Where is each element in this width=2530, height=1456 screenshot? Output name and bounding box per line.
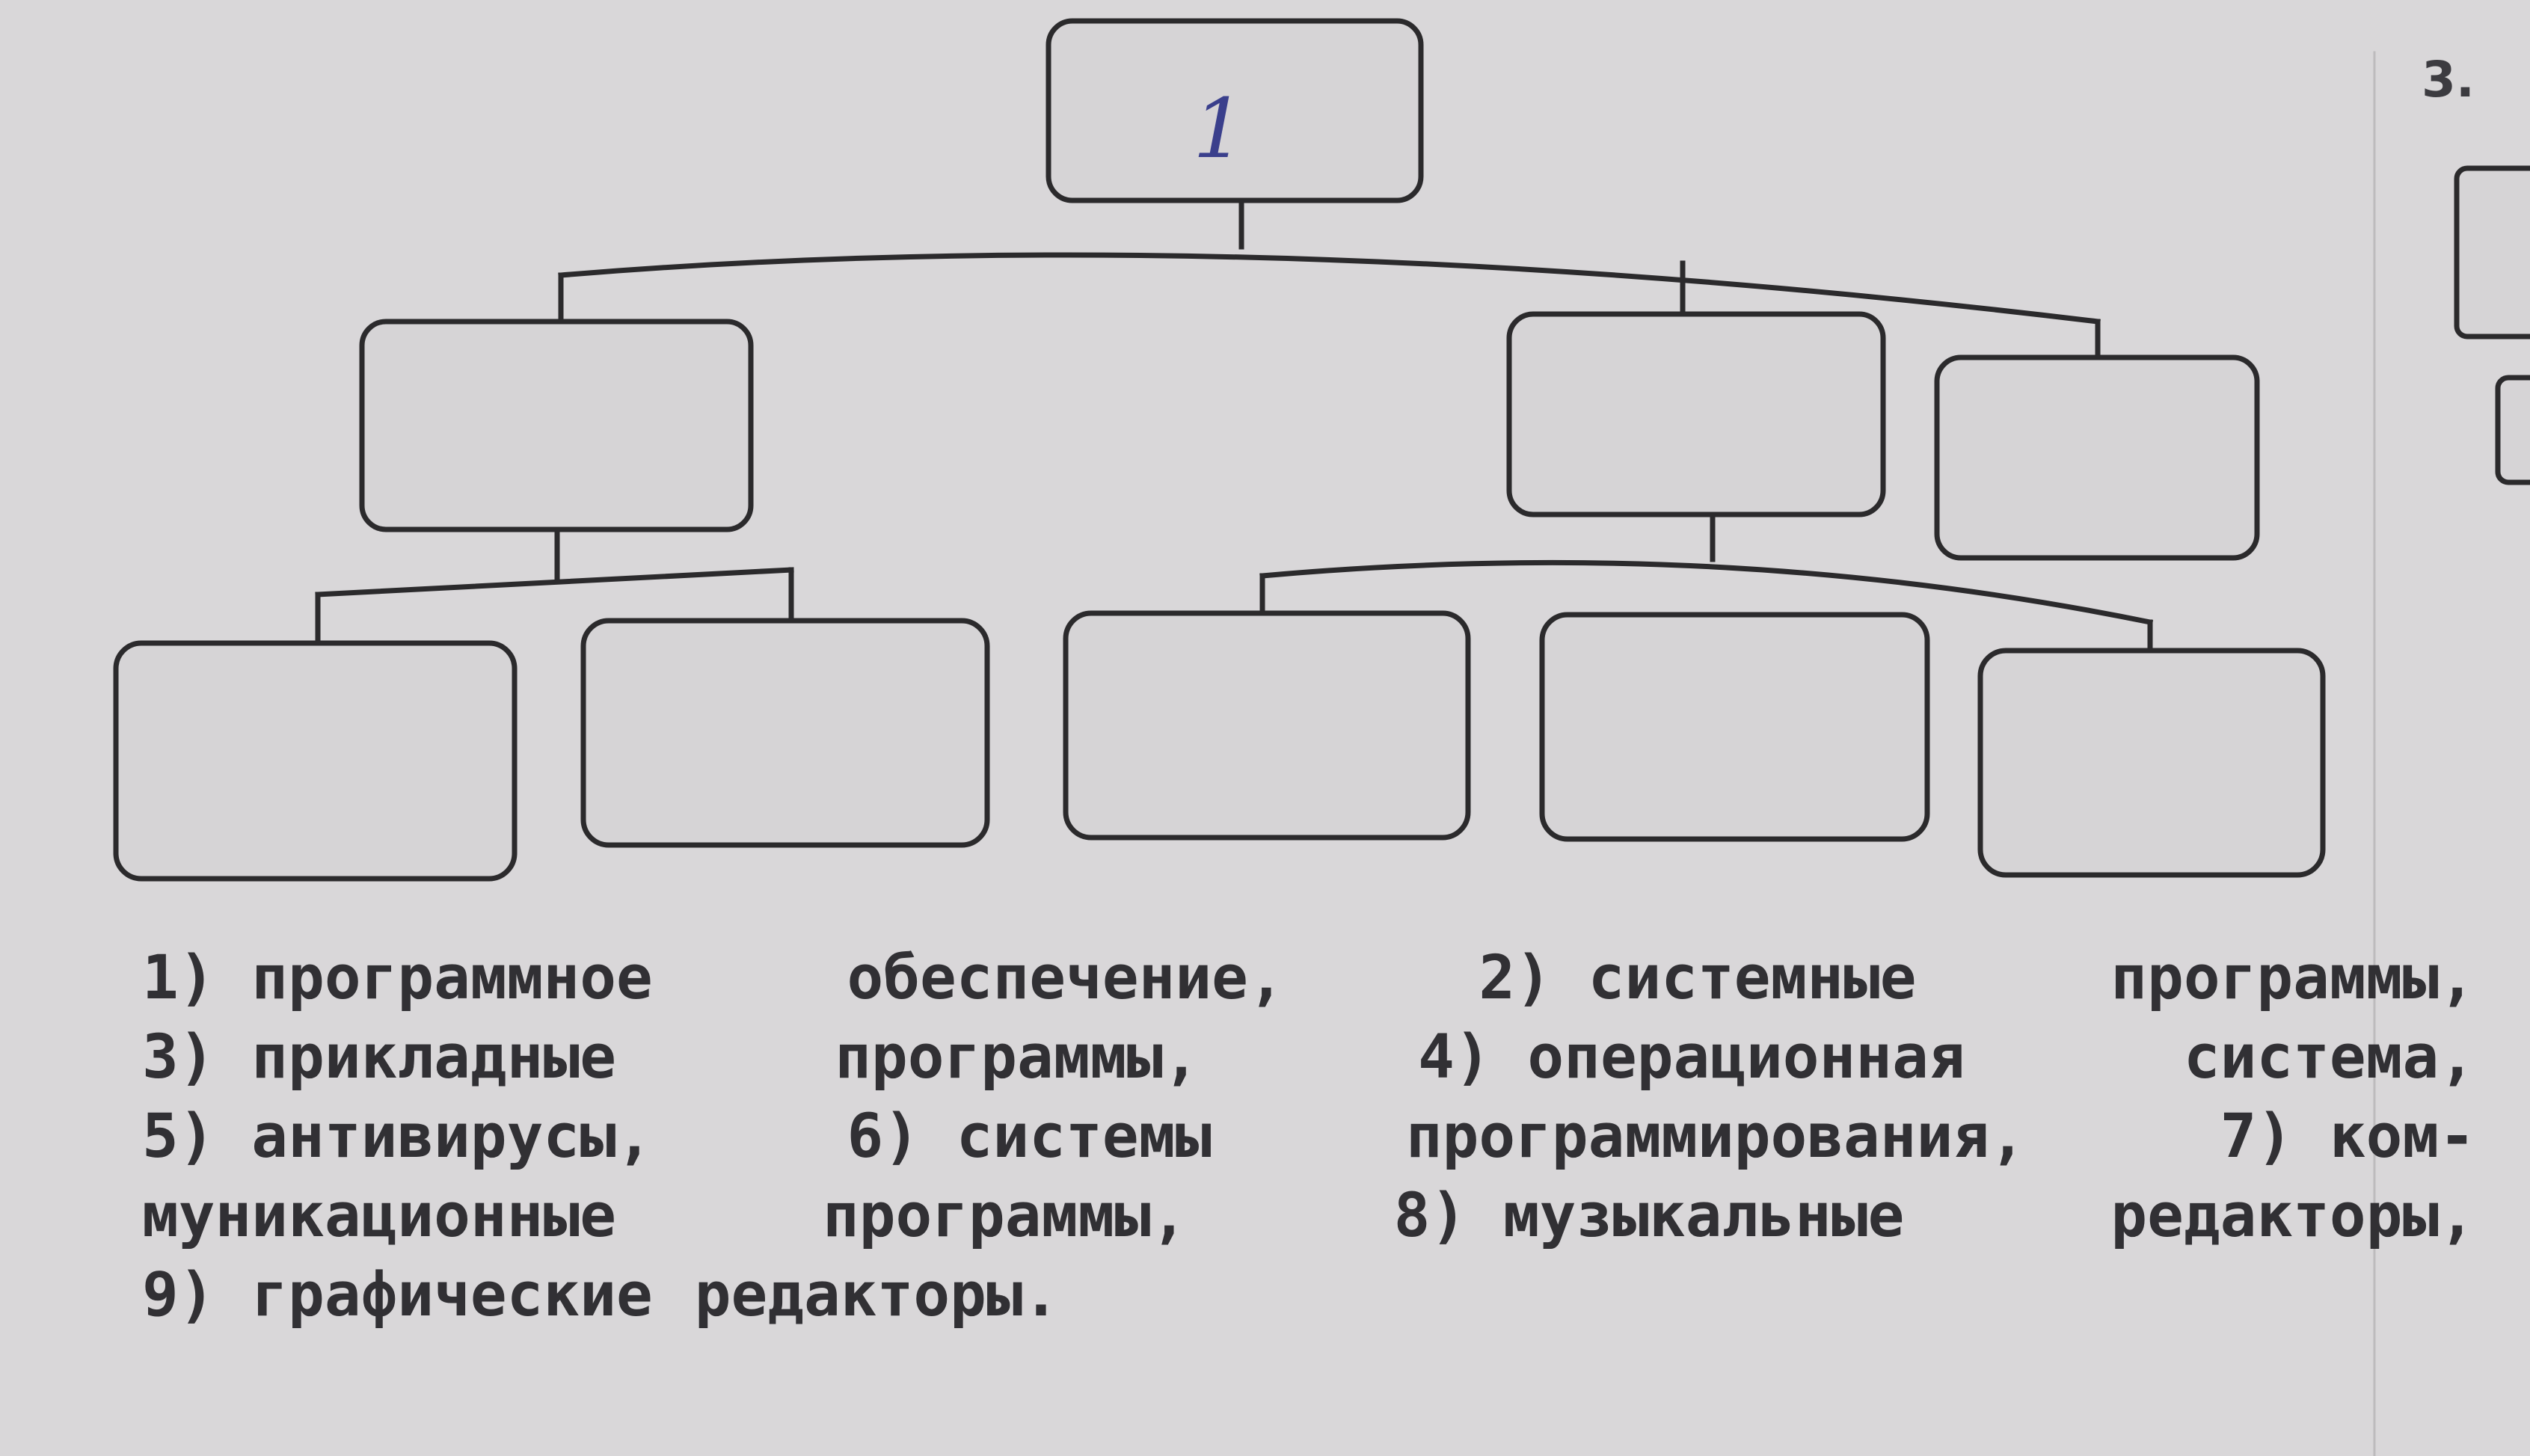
tree-connectors: [315, 197, 2154, 654]
legend-fragment: 4) операционная: [1418, 1022, 1965, 1093]
box-root: [1046, 18, 1424, 203]
legend-fragment: программы,: [2110, 943, 2475, 1013]
legend-fragment: редакторы.: [694, 1260, 1060, 1330]
box-level2-4: [1539, 612, 1930, 842]
box-level2-2: [580, 618, 990, 848]
root-box-handwritten-number: 1: [1193, 81, 1245, 176]
legend-line: 9) графические редакторы.: [142, 1256, 2475, 1335]
legend-fragment: 5) антивирусы,: [142, 1102, 653, 1172]
legend-fragment: программы,: [822, 1181, 1188, 1251]
legend-fragment: система,: [2183, 1022, 2475, 1093]
legend-fragment: муникационные: [142, 1181, 616, 1251]
connector-level1-bar: [558, 252, 2101, 325]
tree-boxes: 1: [113, 18, 2326, 882]
legend-fragment: программы,: [835, 1022, 1200, 1093]
legend-fragment: программирования,: [1405, 1102, 2026, 1172]
next-exercise-partial-boxes: [2373, 51, 2530, 1456]
box-level1-middle: [1506, 311, 1886, 517]
box-level1-right: [1934, 354, 2260, 561]
box-level2-5: [1977, 648, 2326, 878]
legend-line: муникационные программы, 8) музыкальные …: [142, 1176, 2475, 1256]
legend-fragment: 6) системы: [847, 1102, 1212, 1172]
legend-fragment: обеспечение,: [847, 943, 1285, 1013]
connector-middle-bar: [1259, 559, 2154, 626]
legend-line: 3) прикладные программы, 4) операционная…: [142, 1018, 2475, 1097]
legend-fragment: 8) музыкальные: [1393, 1181, 1905, 1251]
legend-line: 5) антивирусы, 6) системы программирован…: [142, 1097, 2475, 1176]
partial-box-top: [2454, 165, 2530, 340]
legend-line: 1) программное обеспечение, 2) системные…: [142, 939, 2475, 1018]
legend-fragment: 1) программное: [142, 943, 653, 1013]
partial-box-bottom: [2495, 375, 2530, 485]
legend-fragment: редакторы,: [2110, 1181, 2475, 1251]
legend-fragment: 9) графические: [142, 1260, 653, 1330]
legend-fragment: 3) прикладные: [142, 1022, 616, 1093]
box-level2-1: [113, 640, 518, 882]
box-level1-left: [359, 319, 754, 532]
box-level2-3: [1063, 610, 1471, 841]
connector-left-bar: [315, 567, 794, 598]
legend-fragment: 2) системные: [1479, 943, 1917, 1013]
legend-fragment: 7) ком-: [2220, 1102, 2475, 1172]
options-legend: 1) программное обеспечение, 2) системные…: [142, 939, 2475, 1335]
exercise-number-label: 3.: [2422, 51, 2475, 108]
